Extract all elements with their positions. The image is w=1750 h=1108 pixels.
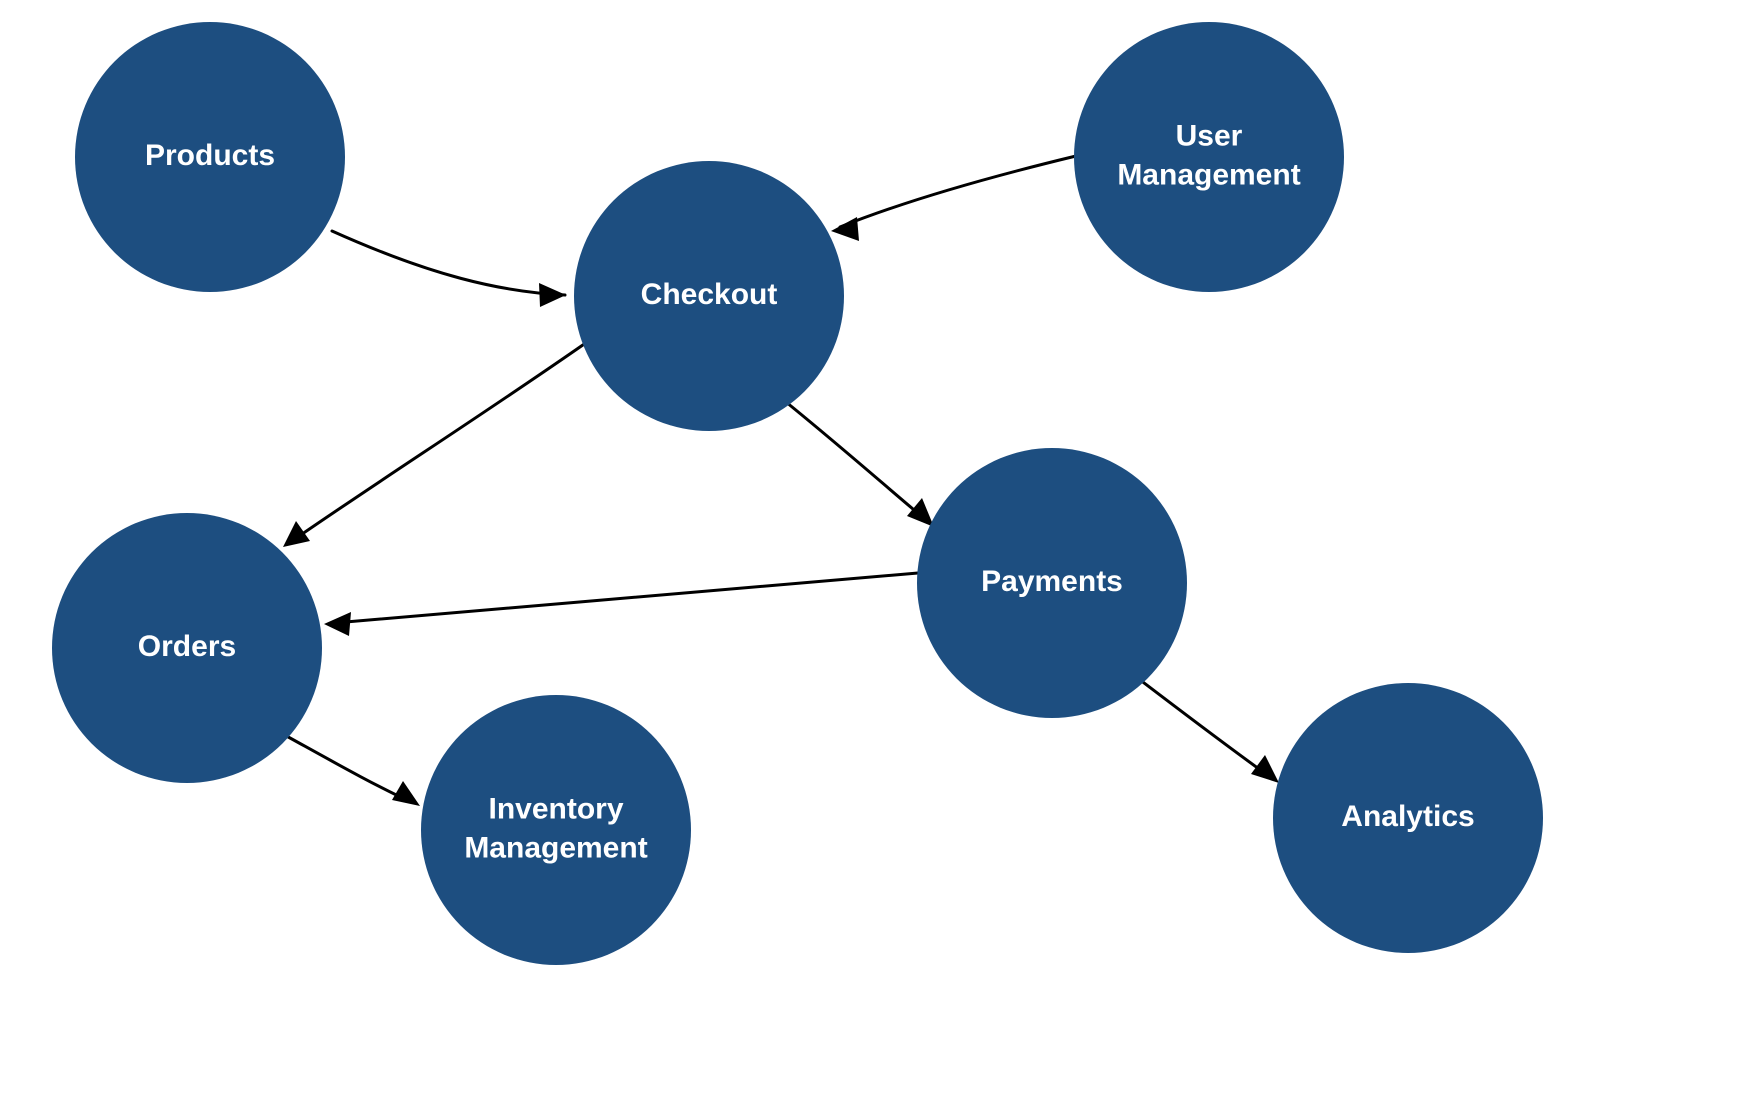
arrowhead-icon (907, 498, 934, 527)
node-circle[interactable] (574, 161, 844, 431)
edge-line (279, 731, 413, 804)
arrowhead-icon (539, 283, 566, 307)
node-payments[interactable]: Payments (917, 448, 1187, 718)
node-circle[interactable] (1273, 683, 1543, 953)
node-products[interactable]: Products (75, 22, 345, 292)
edge-line (838, 154, 1078, 229)
node-analytics[interactable]: Analytics (1273, 683, 1543, 953)
node-circle[interactable] (52, 513, 322, 783)
node-orders[interactable]: Orders (52, 513, 322, 783)
node-circle[interactable] (1074, 22, 1344, 292)
edge-line (784, 400, 928, 522)
node-circle[interactable] (917, 448, 1187, 718)
node-checkout[interactable]: Checkout (574, 161, 844, 431)
edges-layer (279, 154, 1279, 806)
edge-orders-inventory (279, 731, 420, 806)
edge-line (330, 229, 567, 297)
edge-checkout-orders (283, 338, 592, 547)
arrowhead-icon (324, 612, 351, 636)
node-circle[interactable] (421, 695, 691, 965)
edge-line (1133, 674, 1272, 779)
edge-payments-analytics (1133, 674, 1279, 783)
node-circle[interactable] (75, 22, 345, 292)
arrowhead-icon (392, 781, 420, 806)
arrowhead-icon (1251, 755, 1279, 783)
edge-line (332, 571, 920, 625)
edge-products-checkout (330, 229, 567, 307)
edge-usermgmt-checkout (831, 154, 1078, 241)
edge-payments-orders (324, 571, 920, 636)
edge-checkout-payments (784, 400, 934, 527)
edge-line (290, 338, 592, 543)
arrowhead-icon (831, 217, 859, 241)
arrowhead-icon (283, 521, 310, 547)
